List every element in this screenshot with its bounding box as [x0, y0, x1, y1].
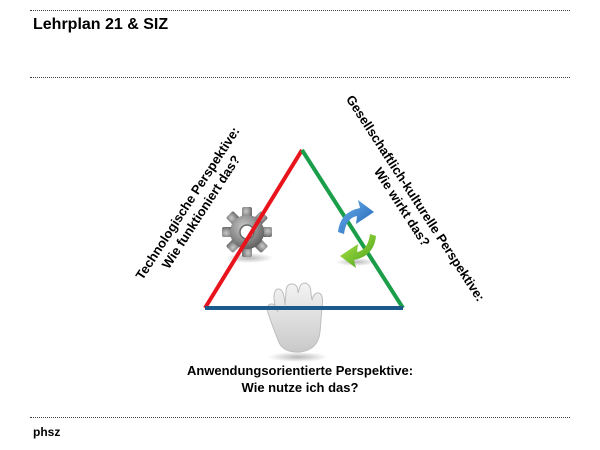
footer-rule — [30, 417, 570, 418]
bottom-perspective-question: Wie nutze ich das? — [242, 380, 359, 395]
hand-icon — [266, 282, 328, 362]
page-title: Lehrplan 21 & SIZ — [33, 16, 169, 33]
left-side-line — [203, 148, 304, 310]
right-perspective-title: Gesellschaftlich-kulturelle Perspektive: — [343, 92, 488, 304]
bottom-perspective-title: Anwendungsorientierte Perspektive: — [187, 363, 413, 378]
cycle-arrows-icon — [336, 200, 376, 268]
footer-label: phsz — [33, 425, 61, 439]
right-side-line — [300, 148, 405, 310]
title-rule — [30, 77, 570, 78]
top-rule — [30, 10, 570, 11]
